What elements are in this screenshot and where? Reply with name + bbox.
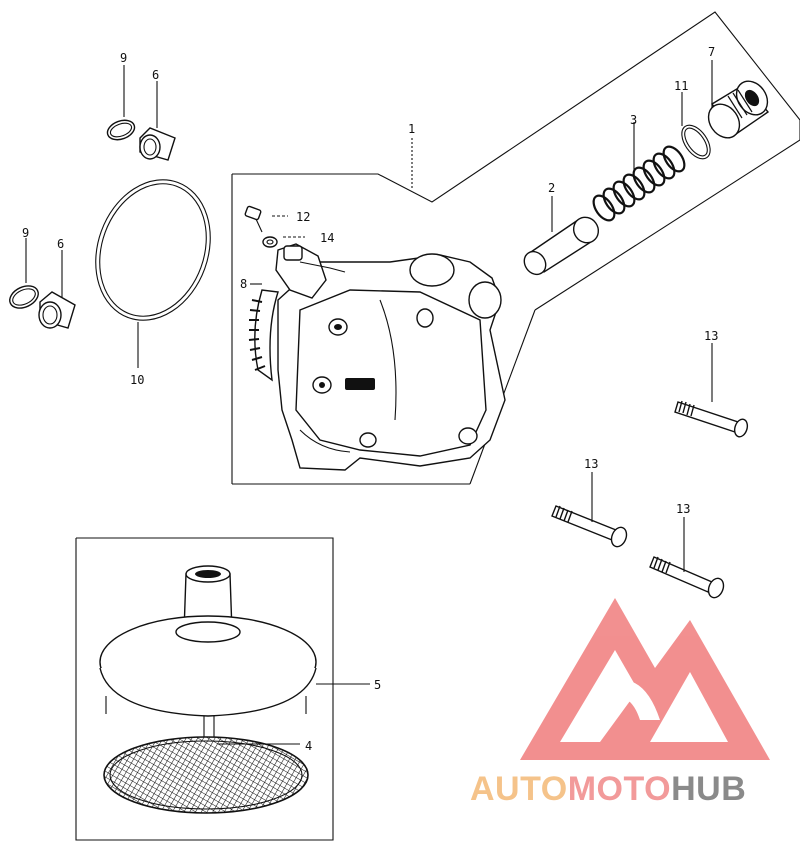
callout-13-b: 13 <box>584 457 598 471</box>
callout-5: 5 <box>374 678 381 692</box>
wordmark-moto: MOTO <box>568 770 671 808</box>
relief-valve-spring-3 <box>592 145 686 222</box>
automotohub-wordmark: AUTOMOTOHUB <box>470 770 746 808</box>
strainer-group-frame <box>75 537 334 841</box>
callout-6-lower: 6 <box>57 237 64 251</box>
o-ring-10 <box>95 179 211 321</box>
o-ring-9-upper <box>106 119 136 141</box>
callout-9-upper: 9 <box>120 51 127 65</box>
callout-7: 7 <box>708 45 715 59</box>
callout-4: 4 <box>305 739 312 753</box>
callout-11: 11 <box>674 79 688 93</box>
callout-14: 14 <box>320 231 334 245</box>
callout-1: 1 <box>408 122 415 136</box>
wordmark-hub: HUB <box>671 770 746 808</box>
bolt-13-b <box>551 505 628 548</box>
callout-9-lower: 9 <box>22 226 29 240</box>
callout-6-upper: 6 <box>152 68 159 82</box>
oil-strainer-screen-4 <box>103 736 309 814</box>
relief-valve-piston-2 <box>523 216 600 276</box>
callout-10: 10 <box>130 373 144 387</box>
callout-12: 12 <box>296 210 310 224</box>
washer-14 <box>262 236 278 248</box>
bushing-6-upper <box>139 127 176 161</box>
wordmark-auto: AUTO <box>470 770 568 808</box>
plug-bolt-7 <box>707 80 770 139</box>
bolt-13-c <box>649 556 725 599</box>
svg-text:AUTOMOTOHUB: AUTOMOTOHUB <box>470 770 746 808</box>
callout-3: 3 <box>630 113 637 127</box>
callout-13-c: 13 <box>676 502 690 516</box>
oil-strainer-cap-5 <box>99 565 317 746</box>
oil-pump-body <box>248 243 506 471</box>
o-ring-9-lower <box>9 285 39 309</box>
automotohub-logo <box>520 598 770 760</box>
callout-labels: 1 2 3 4 5 6 6 7 8 9 9 10 11 12 13 13 13 … <box>22 45 718 753</box>
callout-2: 2 <box>548 181 555 195</box>
callout-8: 8 <box>240 277 247 291</box>
o-ring-11 <box>681 124 711 160</box>
callout-13-a: 13 <box>704 329 718 343</box>
bolt-13-a <box>674 400 749 438</box>
bushing-6-lower <box>38 291 76 329</box>
bolt-12 <box>244 205 263 233</box>
